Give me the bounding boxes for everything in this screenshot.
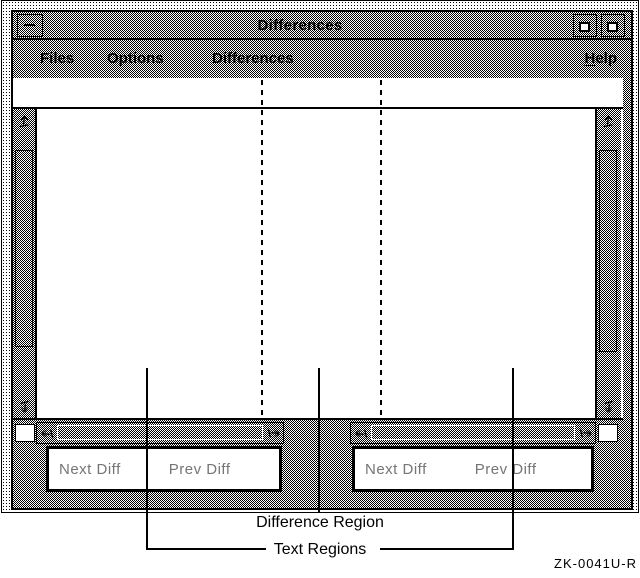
right-stepper-arrow-icon <box>579 428 591 437</box>
right-stepper-arrow-icon <box>267 428 279 437</box>
small-square-icon <box>579 22 590 32</box>
scrollbar-corner-box <box>598 424 618 442</box>
left-stepper-arrow-icon <box>41 429 53 438</box>
menubar: Files Options Differences Help <box>13 40 631 78</box>
right-vertical-scrollbar[interactable] <box>595 109 621 418</box>
scroll-up-button[interactable] <box>14 111 34 131</box>
text-regions-label: Text Regions <box>273 541 367 558</box>
content-top-border <box>13 107 623 109</box>
vertical-scrollbar-thumb[interactable] <box>15 150 33 347</box>
scroll-right-button[interactable] <box>264 423 282 443</box>
down-stepper-arrow-icon <box>20 400 29 412</box>
text-regions-callout-line-left <box>146 368 148 550</box>
horizontal-scrollbar-thumb[interactable] <box>371 425 575 440</box>
difference-region-boundary-line <box>261 80 263 416</box>
text-regions-callout-line-right <box>512 368 514 550</box>
text-regions-leader-left <box>146 548 266 550</box>
up-stepper-arrow-icon <box>603 115 612 127</box>
scroll-left-button[interactable] <box>38 423 56 443</box>
menu-item-help[interactable]: Help <box>584 50 617 67</box>
difference-region-label: Difference Region <box>256 514 384 531</box>
right-horizontal-scrollbar[interactable] <box>350 422 596 444</box>
menu-item-options[interactable]: Options <box>107 50 164 67</box>
scroll-left-button[interactable] <box>352 423 370 443</box>
down-stepper-arrow-icon <box>604 400 613 412</box>
prev-diff-button[interactable]: Prev Diff <box>474 460 537 478</box>
up-stepper-arrow-icon <box>19 115 28 127</box>
scroll-down-button[interactable] <box>14 396 34 416</box>
text-display-area <box>13 78 623 420</box>
shrink-to-icon-button[interactable] <box>573 14 597 37</box>
window-menu-button[interactable] <box>17 14 43 37</box>
menu-item-files[interactable]: Files <box>40 50 75 67</box>
titlebar[interactable]: Differences <box>13 12 631 40</box>
left-stepper-arrow-icon <box>355 429 367 438</box>
text-regions-leader-right <box>380 548 514 550</box>
figure-number: ZK-0041U-R <box>554 556 637 571</box>
left-horizontal-scrollbar[interactable] <box>36 422 284 444</box>
prev-diff-button[interactable]: Prev Diff <box>168 460 231 478</box>
scroll-down-button[interactable] <box>598 396 618 416</box>
menu-item-differences[interactable]: Differences <box>212 50 294 67</box>
difference-region-boundary-line <box>380 80 382 416</box>
scrollbar-corner-box <box>15 424 35 442</box>
help-rest: elp <box>595 50 617 67</box>
next-diff-button[interactable]: Next Diff <box>365 460 427 478</box>
dash-icon <box>24 24 35 26</box>
right-diff-button-panel: Next Diff Prev Diff <box>352 446 594 492</box>
horizontal-scrollbar-thumb[interactable] <box>57 425 263 440</box>
expand-button[interactable] <box>601 14 625 37</box>
scroll-right-button[interactable] <box>576 423 594 443</box>
vertical-scrollbar-thumb[interactable] <box>599 150 617 352</box>
difference-region-callout-line <box>318 368 320 513</box>
scroll-up-button[interactable] <box>598 111 618 131</box>
left-diff-button-panel: Next Diff Prev Diff <box>46 446 282 492</box>
differences-window: Differences Files Options Differences He… <box>11 10 633 510</box>
small-square-icon <box>607 22 618 32</box>
window-title: Differences <box>257 17 343 34</box>
help-mnemonic: H <box>584 50 596 67</box>
next-diff-button[interactable]: Next Diff <box>59 460 121 478</box>
left-vertical-scrollbar[interactable] <box>13 109 37 418</box>
